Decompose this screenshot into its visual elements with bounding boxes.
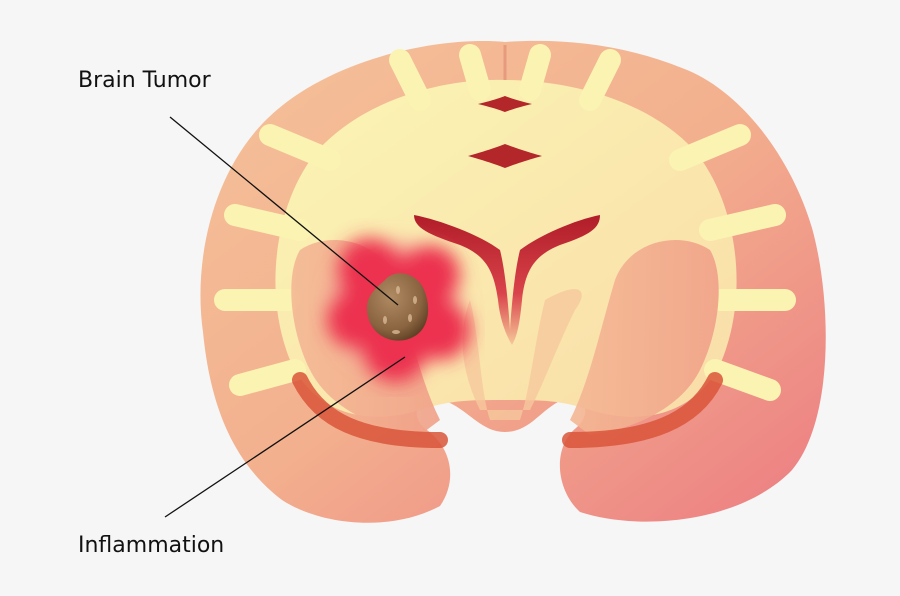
inflammation-label: Inflammation — [78, 533, 225, 558]
inflammation-area — [323, 233, 470, 382]
right-hippocampus — [562, 372, 723, 448]
midline-node-upper — [478, 96, 532, 112]
inflammation-leader-line — [164, 356, 406, 518]
right-basal-ganglia — [570, 240, 719, 435]
lateral-ventricles — [414, 215, 600, 345]
brain-tumor-label: Brain Tumor — [78, 68, 211, 93]
midline-node-lower — [468, 144, 542, 168]
tumor-leader-line — [169, 116, 399, 306]
tumor — [366, 273, 429, 341]
left-hippocampus — [292, 372, 448, 448]
central-stem — [462, 289, 582, 420]
